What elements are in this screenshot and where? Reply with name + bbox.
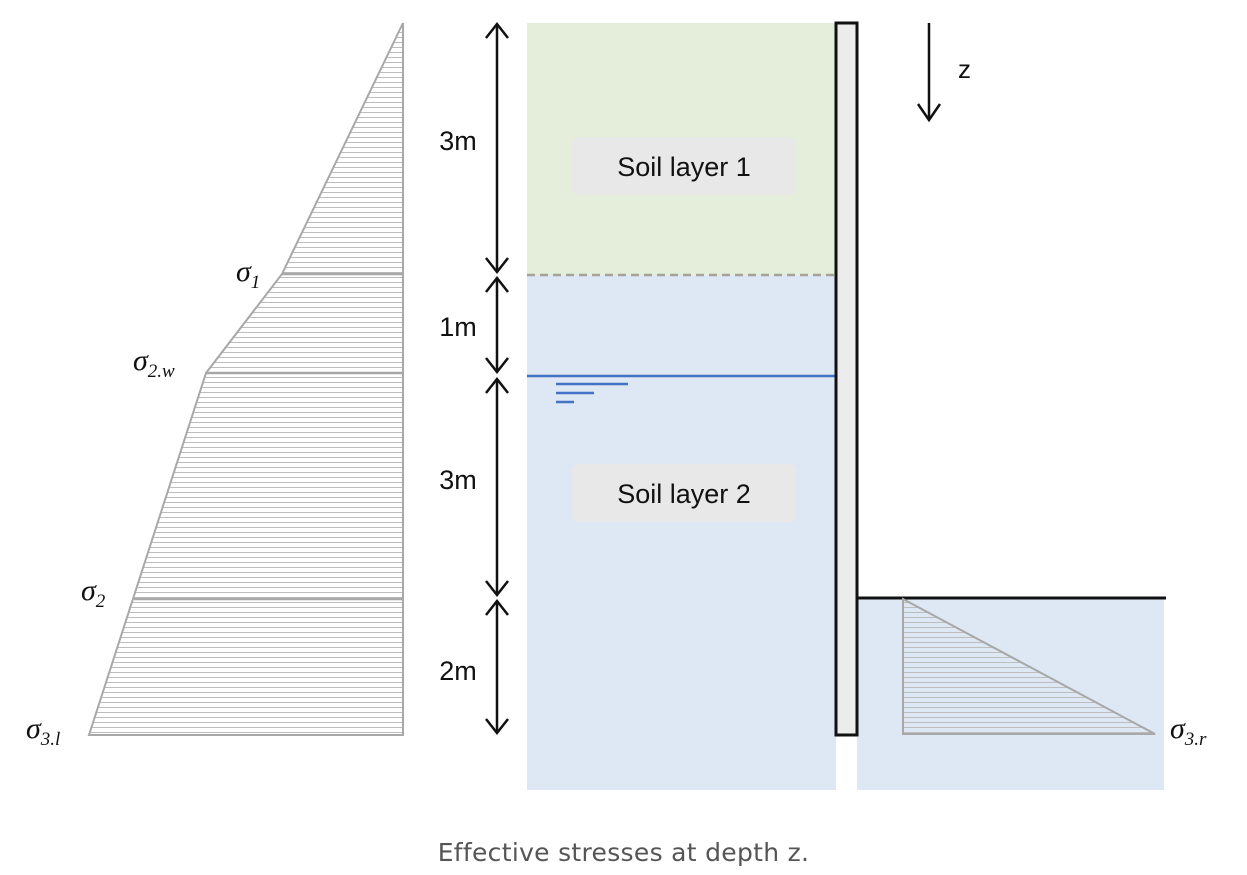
active-stress-diagram [87,22,404,736]
soil-layer-1-label: Soil layer 1 [617,152,751,182]
soil-layer-1-label-box [572,137,796,195]
sigma-3r-label: σ3.r [1170,712,1207,750]
figure-caption: Effective stresses at depth z. [437,838,810,867]
soil-layer-2-label: Soil layer 2 [617,479,751,509]
water-table-icon [556,382,628,404]
sigma-2w-label: σ2.w [133,344,175,382]
depth-axis-label: z [958,54,971,84]
depth-arrow [916,23,942,123]
soil-layer-2-region [527,275,836,790]
sigma-3l-label: σ3.l [26,712,60,750]
dimension-arrows [485,21,509,736]
retaining-wall [834,21,859,737]
sigma-2-label: σ2 [81,574,106,612]
dimension-label-embedment: 2m [439,656,477,686]
effective-stress-diagram: Soil layer 1 Soil layer 2 z 3m 1m 3m 2m … [26,21,1207,790]
passive-stress-diagram [902,597,1156,735]
soil-layer-2-label-box [572,464,796,522]
dimension-label-layer1: 3m [439,126,477,156]
sigma-1-label: σ1 [236,255,260,293]
dimension-label-above-water: 1m [439,312,477,342]
dimension-label-below-water: 3m [439,465,477,495]
